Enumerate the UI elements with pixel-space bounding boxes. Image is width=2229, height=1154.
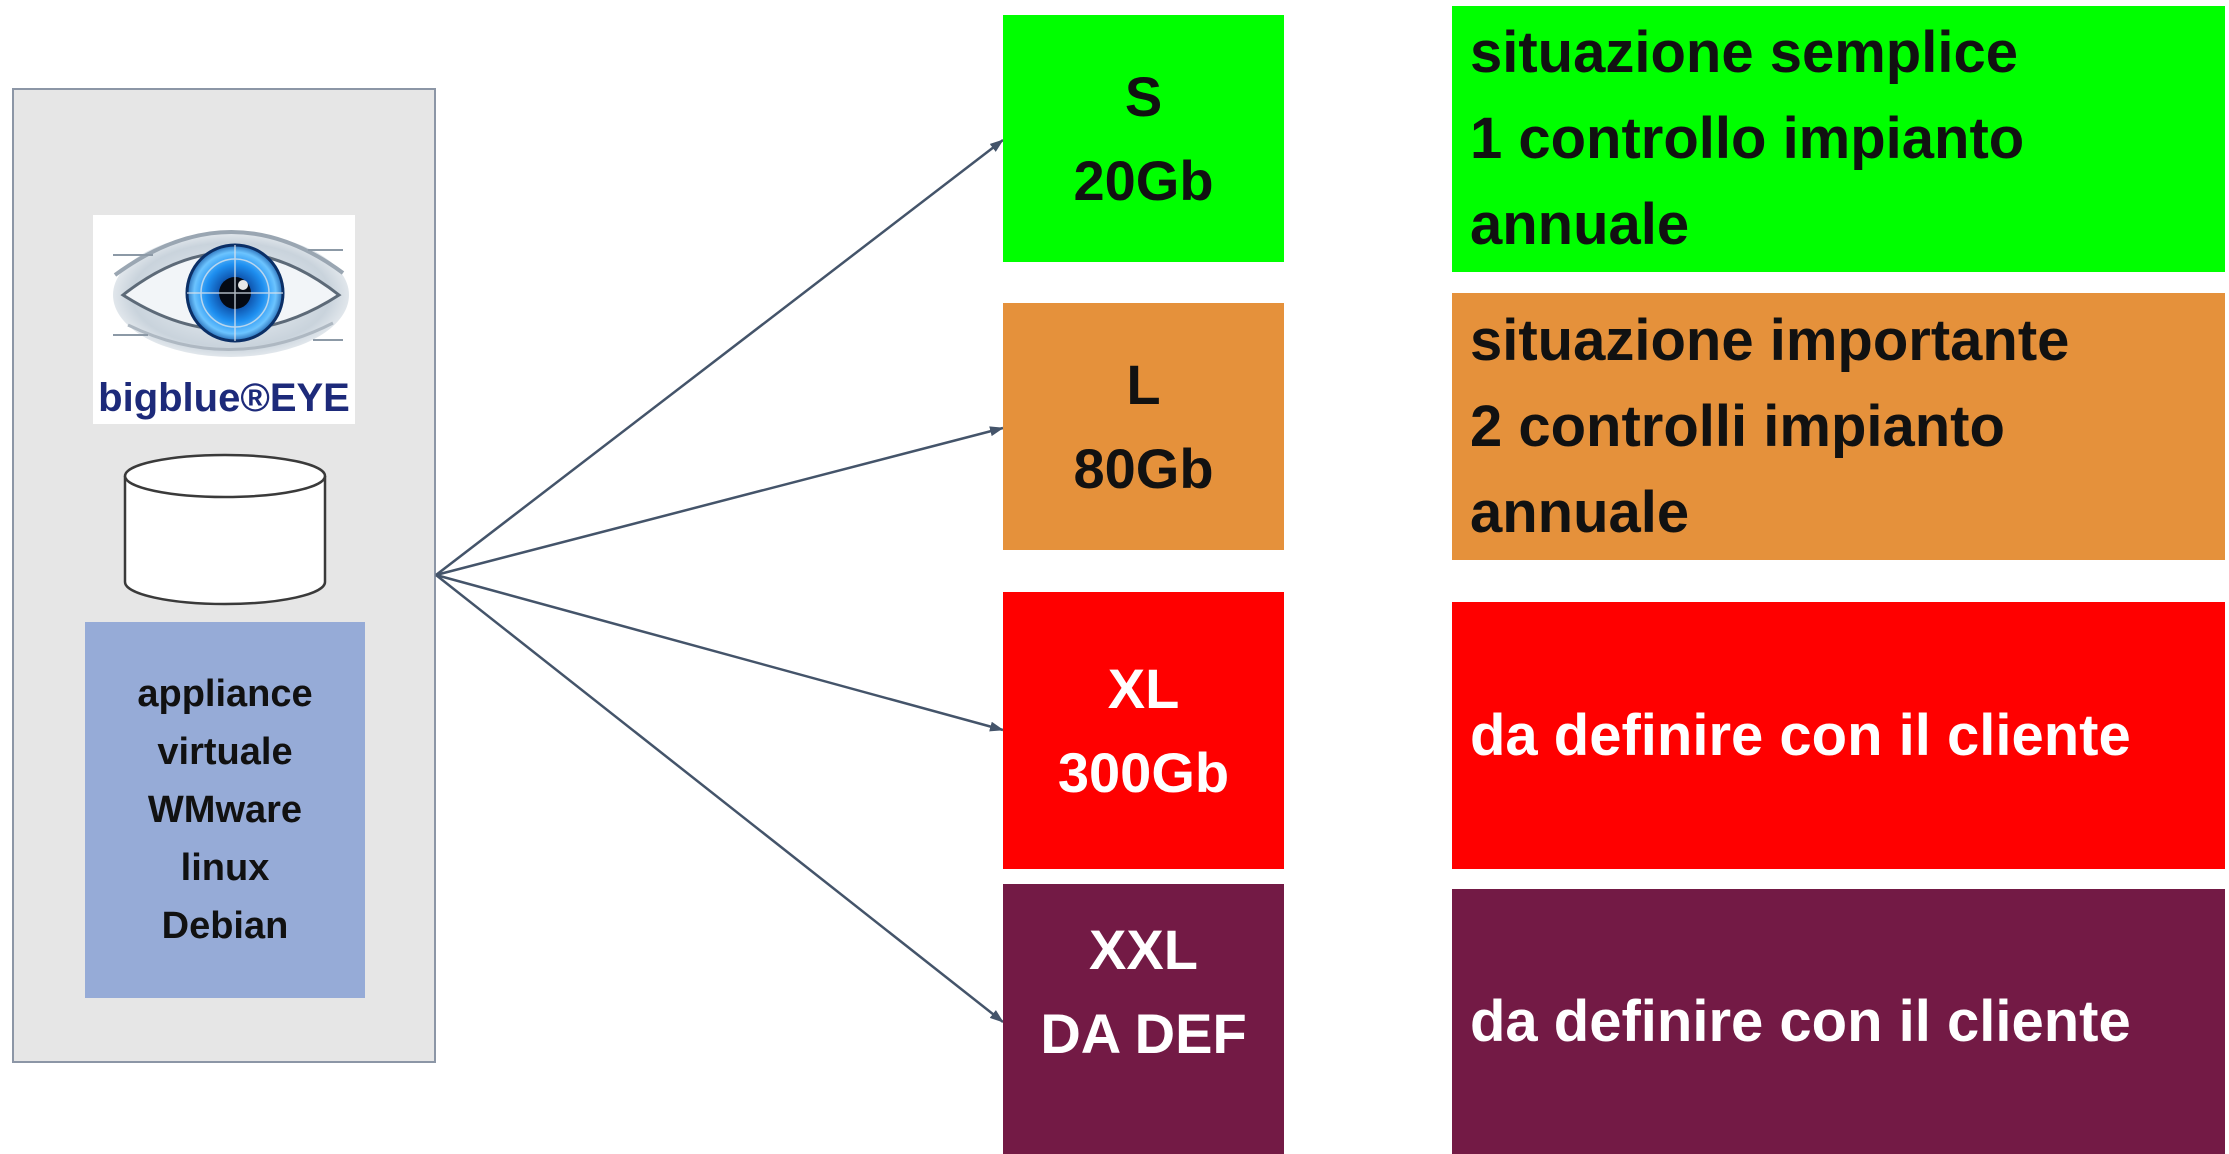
spec-line-vmware: WMware bbox=[147, 789, 303, 831]
description-line: da definire con il cliente bbox=[1470, 702, 2131, 768]
tier-l-box: L 80Gb bbox=[1003, 303, 1284, 550]
description-line: situazione importante bbox=[1470, 307, 2070, 373]
logo: bigblue®EYE bbox=[93, 215, 355, 424]
description-line: annuale bbox=[1470, 479, 1690, 545]
tier-storage-label: 20Gb bbox=[1073, 148, 1214, 212]
tier-size-label: S bbox=[1124, 64, 1163, 128]
tier-size-label: XL bbox=[1107, 656, 1180, 720]
tier-xl-description: da definire con il cliente bbox=[1452, 602, 2225, 869]
tier-xxl-box: XXL DA DEF bbox=[1003, 884, 1284, 1154]
description-line: annuale bbox=[1470, 192, 1690, 257]
arrow-to-xl bbox=[435, 573, 1004, 732]
arrow-to-l bbox=[435, 426, 1004, 577]
eye-icon bbox=[93, 215, 355, 380]
description-line: situazione semplice bbox=[1470, 20, 2018, 85]
database-icon bbox=[123, 453, 327, 606]
tier-l-description: situazione importante 2 controlli impian… bbox=[1452, 293, 2225, 560]
description-line: da definire con il cliente bbox=[1470, 988, 2131, 1054]
spec-line-linux: linux bbox=[180, 847, 270, 889]
tier-storage-label: 80Gb bbox=[1073, 436, 1214, 500]
arrow-to-s bbox=[435, 139, 1004, 576]
spec-line-appliance: appliance bbox=[137, 673, 313, 715]
tier-s-box: S 20Gb bbox=[1003, 15, 1284, 262]
tier-storage-label: DA DEF bbox=[1040, 1002, 1247, 1065]
tier-size-label: L bbox=[1126, 352, 1161, 416]
appliance-spec-box: appliance virtuale WMware linux Debian bbox=[85, 622, 365, 998]
tier-storage-label: 300Gb bbox=[1057, 740, 1230, 804]
spec-line-debian: Debian bbox=[161, 905, 289, 947]
arrow-to-xxl bbox=[435, 574, 1004, 1023]
tier-s-description: situazione semplice 1 controllo impianto… bbox=[1452, 6, 2225, 272]
tier-xl-box: XL 300Gb bbox=[1003, 592, 1284, 869]
description-line: 1 controllo impianto bbox=[1470, 106, 2025, 171]
logo-text: bigblue®EYE bbox=[98, 376, 350, 420]
tier-xxl-description: da definire con il cliente bbox=[1452, 889, 2225, 1154]
tier-size-label: XXL bbox=[1089, 918, 1198, 981]
spec-line-virtuale: virtuale bbox=[157, 731, 293, 773]
description-line: 2 controlli impianto bbox=[1470, 393, 2005, 459]
